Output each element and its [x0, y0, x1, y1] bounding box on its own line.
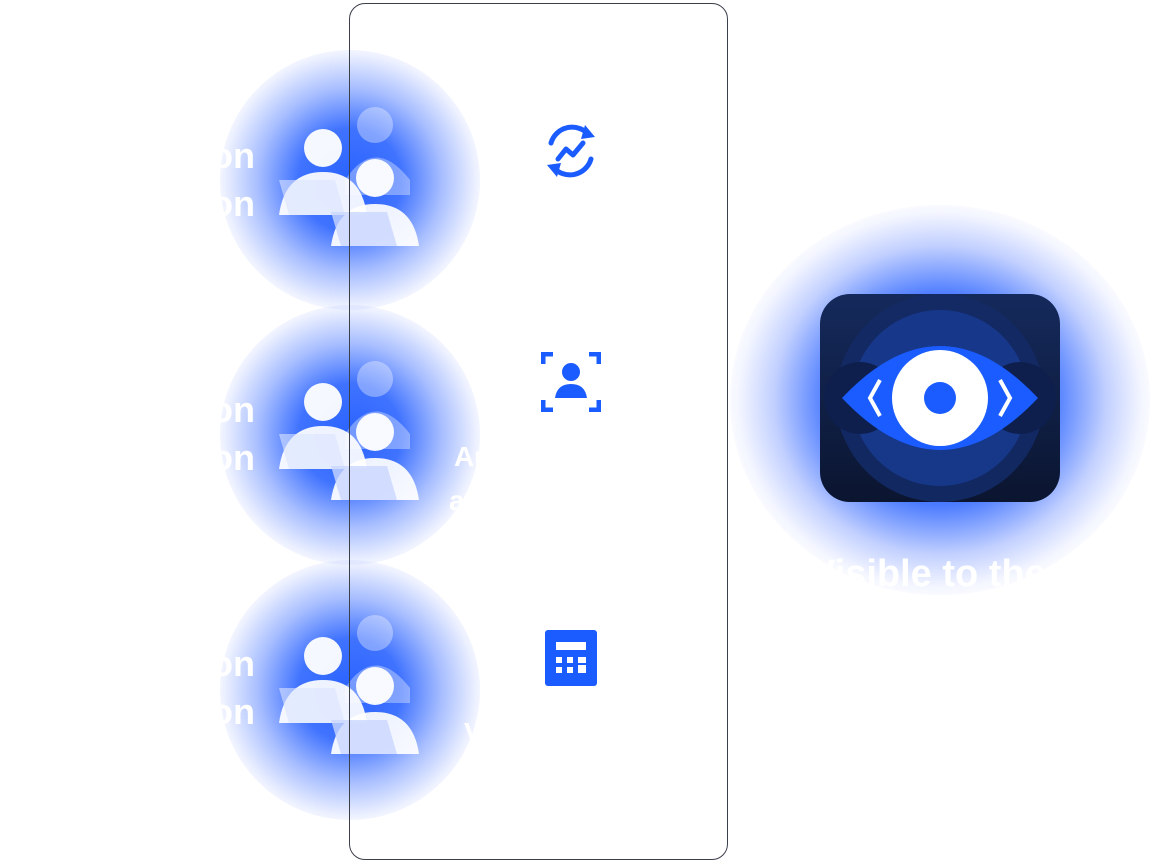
group-2-line-1: ion: [201, 389, 255, 430]
face-scan-icon: [541, 352, 601, 412]
feature-2-label: Aut: [454, 441, 501, 472]
feature-3-label: Vo: [464, 717, 498, 748]
group-3-text: ion ion: [150, 640, 255, 736]
group-2-line-2: ion: [201, 437, 255, 478]
calculator-icon: [545, 630, 597, 686]
users-icon: [279, 361, 419, 500]
group-3-line-2: ion: [201, 691, 255, 732]
users-icon: [279, 615, 419, 754]
group-2-text: ion ion: [150, 386, 255, 482]
sync-chart-icon: [547, 124, 595, 178]
feature-1-label: O: [477, 208, 499, 239]
result-caption: Visible to the: [810, 553, 1046, 595]
eye-icon: [820, 294, 1060, 502]
users-icon: [279, 107, 419, 246]
feature-2-label-2: anc: [449, 485, 498, 516]
group-1-line-1: ion: [201, 135, 255, 176]
glow-1: [220, 50, 480, 310]
group-1-text: ion ion: [150, 132, 255, 228]
features-panel: [349, 3, 728, 860]
group-3-line-1: ion: [201, 643, 255, 684]
group-1-line-2: ion: [201, 183, 255, 224]
